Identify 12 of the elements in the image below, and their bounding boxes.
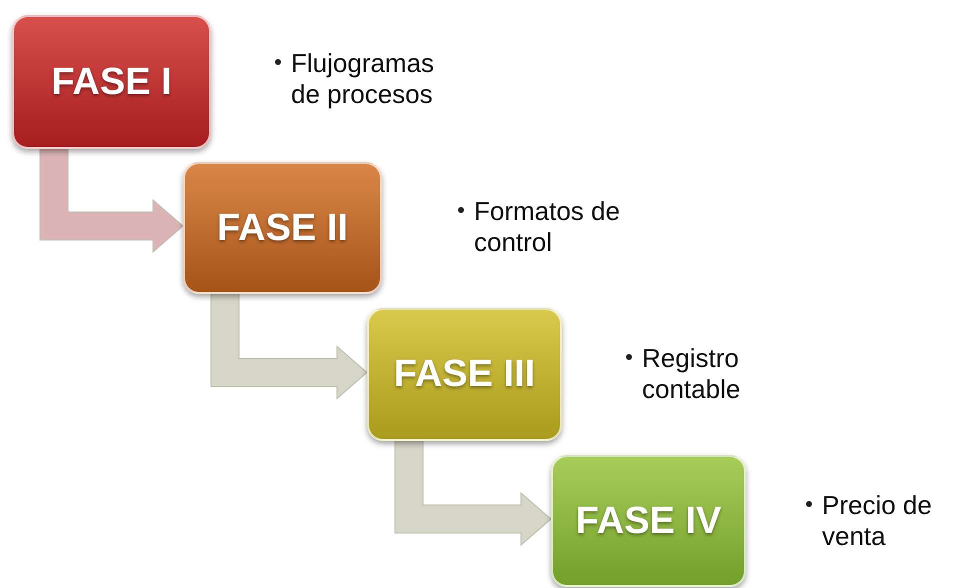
phase-box bbox=[12, 15, 211, 149]
phase-title: FASE III bbox=[394, 353, 536, 396]
bullet-text: Registro contable bbox=[642, 343, 742, 405]
bullet-text: Flujogramas de procesos bbox=[291, 48, 436, 110]
phase-title: FASE I bbox=[51, 60, 172, 104]
phase-box bbox=[551, 455, 746, 587]
phase-title: FASE II bbox=[217, 206, 348, 250]
phase-title: FASE IV bbox=[576, 500, 722, 542]
phase-box bbox=[183, 162, 382, 294]
bullet-text: Formatos de control bbox=[474, 196, 621, 258]
bullet-text: Precio de venta bbox=[822, 490, 933, 552]
phase-box bbox=[367, 308, 562, 441]
